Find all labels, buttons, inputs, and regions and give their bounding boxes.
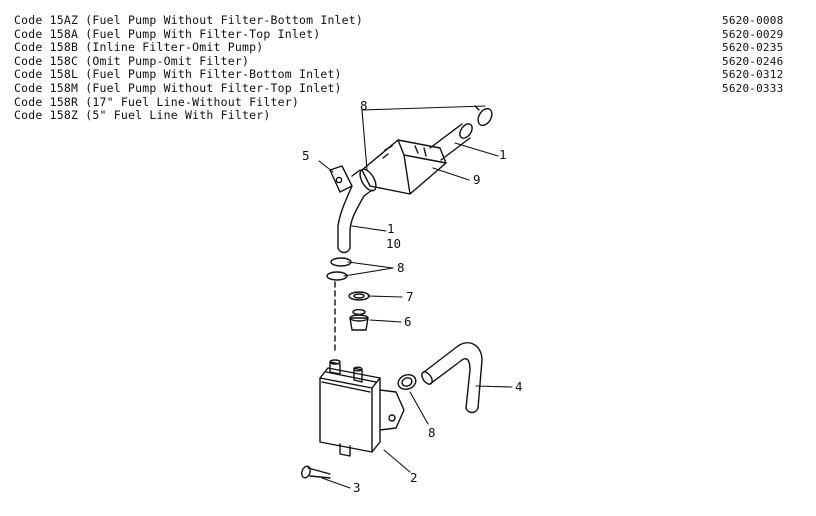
callout-9: 9 [473, 172, 481, 187]
o-ring-7 [348, 291, 370, 301]
callout-4: 4 [515, 379, 523, 394]
callout-8-mid: 8 [397, 260, 405, 275]
mounting-bracket [329, 165, 353, 193]
callout-8-top: 8 [360, 98, 368, 113]
callout-6: 6 [404, 314, 412, 329]
option-code-line: Code 158A (Fuel Pump With Filter-Top Inl… [14, 26, 321, 41]
leader-lines [318, 105, 513, 489]
callout-10: 10 [386, 236, 401, 251]
option-code-list: Code 15AZ (Fuel Pump Without Filter-Bott… [14, 13, 364, 123]
hose-clamp-lower [397, 374, 417, 390]
fuel-pump [319, 359, 405, 457]
inline-fuel-filter [351, 139, 447, 197]
callout-2: 2 [410, 470, 418, 485]
option-code-line: Code 158B (Inline Filter-Omit Pump) [14, 40, 264, 55]
part-number: 5620-0333 [722, 81, 784, 95]
option-code-line: Code 158C (Omit Pump-Omit Filter) [14, 53, 250, 68]
part-number: 5620-0235 [722, 41, 784, 55]
fuel-line-elbow [337, 185, 365, 254]
part-number: 5620-0246 [722, 54, 784, 68]
option-code-line: Code 158M (Fuel Pump Without Filter-Top … [14, 80, 342, 95]
callout-5: 5 [302, 148, 310, 163]
callout-7: 7 [406, 289, 414, 304]
grommet [349, 308, 369, 331]
fuel-hose [421, 342, 483, 414]
mounting-screw [301, 465, 331, 479]
fuel-line-upper [429, 123, 473, 161]
part-number-list: 5620-0008 5620-0029 5620-0235 5620-0246 … [722, 14, 783, 96]
option-code-line: Code 158Z (5" Fuel Line With Filter) [14, 108, 271, 123]
part-number: 5620-0029 [722, 27, 784, 41]
callout-1-top: 1 [499, 147, 507, 162]
part-number: 5620-0312 [722, 68, 784, 82]
callout-3: 3 [353, 480, 361, 495]
callout-1-mid: 1 [387, 221, 395, 236]
option-code-line: Code 158R (17" Fuel Line-Without Filter) [14, 94, 299, 109]
part-number: 5620-0008 [722, 14, 784, 27]
hose-clamp-top [474, 105, 493, 127]
callout-labels: 8 1 5 9 1 10 8 7 6 4 8 2 3 [302, 98, 523, 495]
callout-8-low: 8 [428, 425, 436, 440]
option-code-line: Code 15AZ (Fuel Pump Without Filter-Bott… [14, 13, 364, 27]
option-code-line: Code 158L (Fuel Pump With Filter-Bottom … [14, 67, 342, 82]
